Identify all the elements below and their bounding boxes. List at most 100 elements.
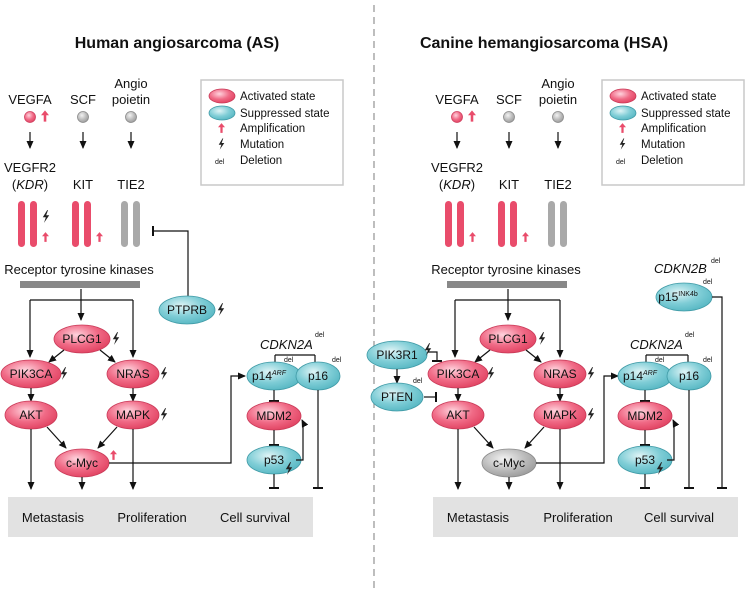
p53-label: p53 [635,453,655,467]
pten-node [370,382,424,412]
legend-activated-swatch [208,88,236,104]
mutation-icon [42,210,50,223]
outcome-metastasis: Metastasis [447,510,510,525]
receptor-kit-label: KIT [73,177,93,192]
outcome-box [433,497,738,537]
p16-label: p16 [679,369,699,383]
plcg1-node [479,324,537,354]
plcg1-label: PLCG1 [488,332,528,346]
legend-human: Activated state Suppressed state Amplifi… [200,79,344,186]
scf-ligand [77,111,89,123]
rtk-label: Receptor tyrosine kinases [431,262,581,277]
cmyc-label: c-Myc [66,456,98,470]
panel-human: Human angiosarcoma (AS) VEGFA SCF Angio … [0,35,342,537]
arrow [473,426,494,449]
legend-activated-swatch [609,88,637,104]
deletion-marker: del [711,258,721,265]
arrow [474,349,491,363]
inhibition-line [712,296,727,489]
mutation-icon [487,367,495,380]
pten-label: PTEN [381,390,413,404]
receptor-kit-label: KIT [499,177,519,192]
receptor-tie2-label: TIE2 [544,177,571,192]
deletion-marker: del [703,357,713,364]
arrow [99,349,116,363]
legend-deletion-label: Deletion [240,155,282,167]
deletion-marker: del [703,279,713,286]
deletion-marker: del [284,357,294,364]
deletion-marker: del [413,378,423,385]
amplification-icon [469,232,476,242]
kit-receptor [498,201,505,247]
outcome-metastasis: Metastasis [22,510,85,525]
legend-deletion-symbol: del [215,159,225,166]
mutation-icon [587,367,595,380]
ligand-angio-label-2: poietin [112,92,150,107]
arrow [46,426,67,449]
plcg1-label: PLCG1 [62,332,102,346]
p14arf-label: p14ARF [623,369,658,383]
amplification-icon [522,232,529,242]
legend-amplification-label: Amplification [641,123,706,135]
arrow [97,426,118,449]
kit-receptor [84,201,91,247]
scf-ligand [503,111,515,123]
legend-activated-label: Activated state [240,91,315,103]
mutation-icon [160,367,168,380]
amplification-icon [110,450,117,460]
legend-suppressed-label: Suppressed state [641,108,731,120]
mutation-icon [538,332,546,345]
p16-label: p16 [308,369,328,383]
mutation-icon [217,303,225,316]
vegfr2-receptor [445,201,452,247]
outcome-proliferation: Proliferation [543,510,612,525]
kit-receptor [72,201,79,247]
vegfa-ligand [451,111,463,123]
deletion-marker: del [315,332,325,339]
ligand-vegfa-label: VEGFA [8,92,52,107]
receptor-vegfr2-label: VEGFR2 [431,160,483,175]
mapk-label: MAPK [116,408,150,422]
mutation-icon [112,332,120,345]
amplification-icon [42,232,49,242]
mapk-label: MAPK [543,408,577,422]
receptor-kdr-label: (KDR) [12,177,48,192]
mutation-icon [160,408,168,421]
ligand-angio-label: Angio [541,76,574,91]
amplification-icon [41,110,49,122]
outcome-proliferation: Proliferation [117,510,186,525]
cdkn2a-label: CDKN2A [630,337,683,352]
kit-receptor [510,201,517,247]
p53-label: p53 [264,453,284,467]
panel-title: Human angiosarcoma (AS) [75,35,279,52]
deletion-marker: del [332,357,342,364]
arrow [536,372,619,464]
tie2-receptor [121,201,128,247]
pik3ca-label: PIK3CA [437,367,480,381]
angiopoietin-ligand [552,111,564,123]
cmyc-label: c-Myc [493,456,525,470]
tie2-receptor [560,201,567,247]
arrow [109,372,246,464]
inhibition-line [152,226,189,298]
rtk-label: Receptor tyrosine kinases [4,262,154,277]
akt-label: AKT [446,408,470,422]
mutation-icon [60,367,68,380]
ligand-angio-label: Angio [114,76,147,91]
deletion-marker: del [655,357,665,364]
inhibition-line [428,351,442,362]
p15ink4b-label: p15INK4b [658,290,698,304]
ligand-scf-label: SCF [70,92,96,107]
outcome-cell-survival: Cell survival [220,510,290,525]
arrow [296,419,309,461]
receptor-kdr-label: (KDR) [439,177,475,192]
ligand-scf-label: SCF [496,92,522,107]
mdm2-label: MDM2 [256,409,292,423]
vegfr2-receptor [457,201,464,247]
mdm2-label: MDM2 [627,409,663,423]
amplification-icon [468,110,476,122]
legend-suppressed-swatch [609,105,637,121]
receptor-tie2-label: TIE2 [117,177,144,192]
vegfa-ligand [24,111,36,123]
